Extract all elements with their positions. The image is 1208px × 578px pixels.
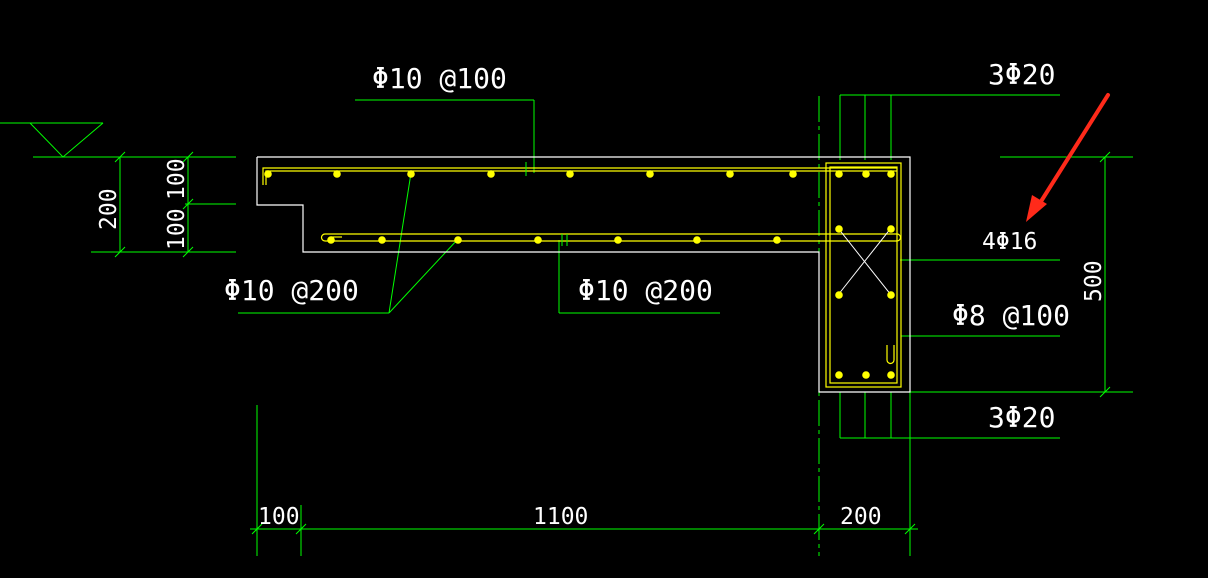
level-marker-icon — [0, 122, 104, 158]
label-beam-bottom: 3Φ20 — [988, 401, 1055, 434]
dim-left-span: 100 — [258, 504, 300, 530]
label-left-rebar: Φ10 @200 — [224, 274, 359, 307]
label-stirrup: Φ8 @100 — [952, 299, 1070, 332]
dim-mid-span: 1100 — [533, 504, 588, 530]
label-top-rebar: Φ10 @100 — [372, 62, 507, 95]
label-bottom-rebar: Φ10 @200 — [578, 274, 713, 307]
dim-top-part: 100 — [164, 158, 190, 200]
label-beam-side: 4Φ16 — [982, 229, 1037, 255]
concrete-outline — [256, 156, 911, 393]
annotation-lines — [0, 94, 1133, 556]
dim-bottom-part: 100 — [164, 208, 190, 250]
rebar-dots — [264, 170, 895, 379]
bar-ticks — [525, 162, 568, 246]
tie-bars — [837, 227, 892, 296]
dim-beam-depth: 500 — [1081, 260, 1107, 302]
label-beam-top: 3Φ20 — [988, 58, 1055, 91]
dim-right-span: 200 — [840, 504, 882, 530]
red-arrow-icon — [1026, 93, 1110, 222]
dim-slab-thickness: 200 — [96, 188, 122, 230]
